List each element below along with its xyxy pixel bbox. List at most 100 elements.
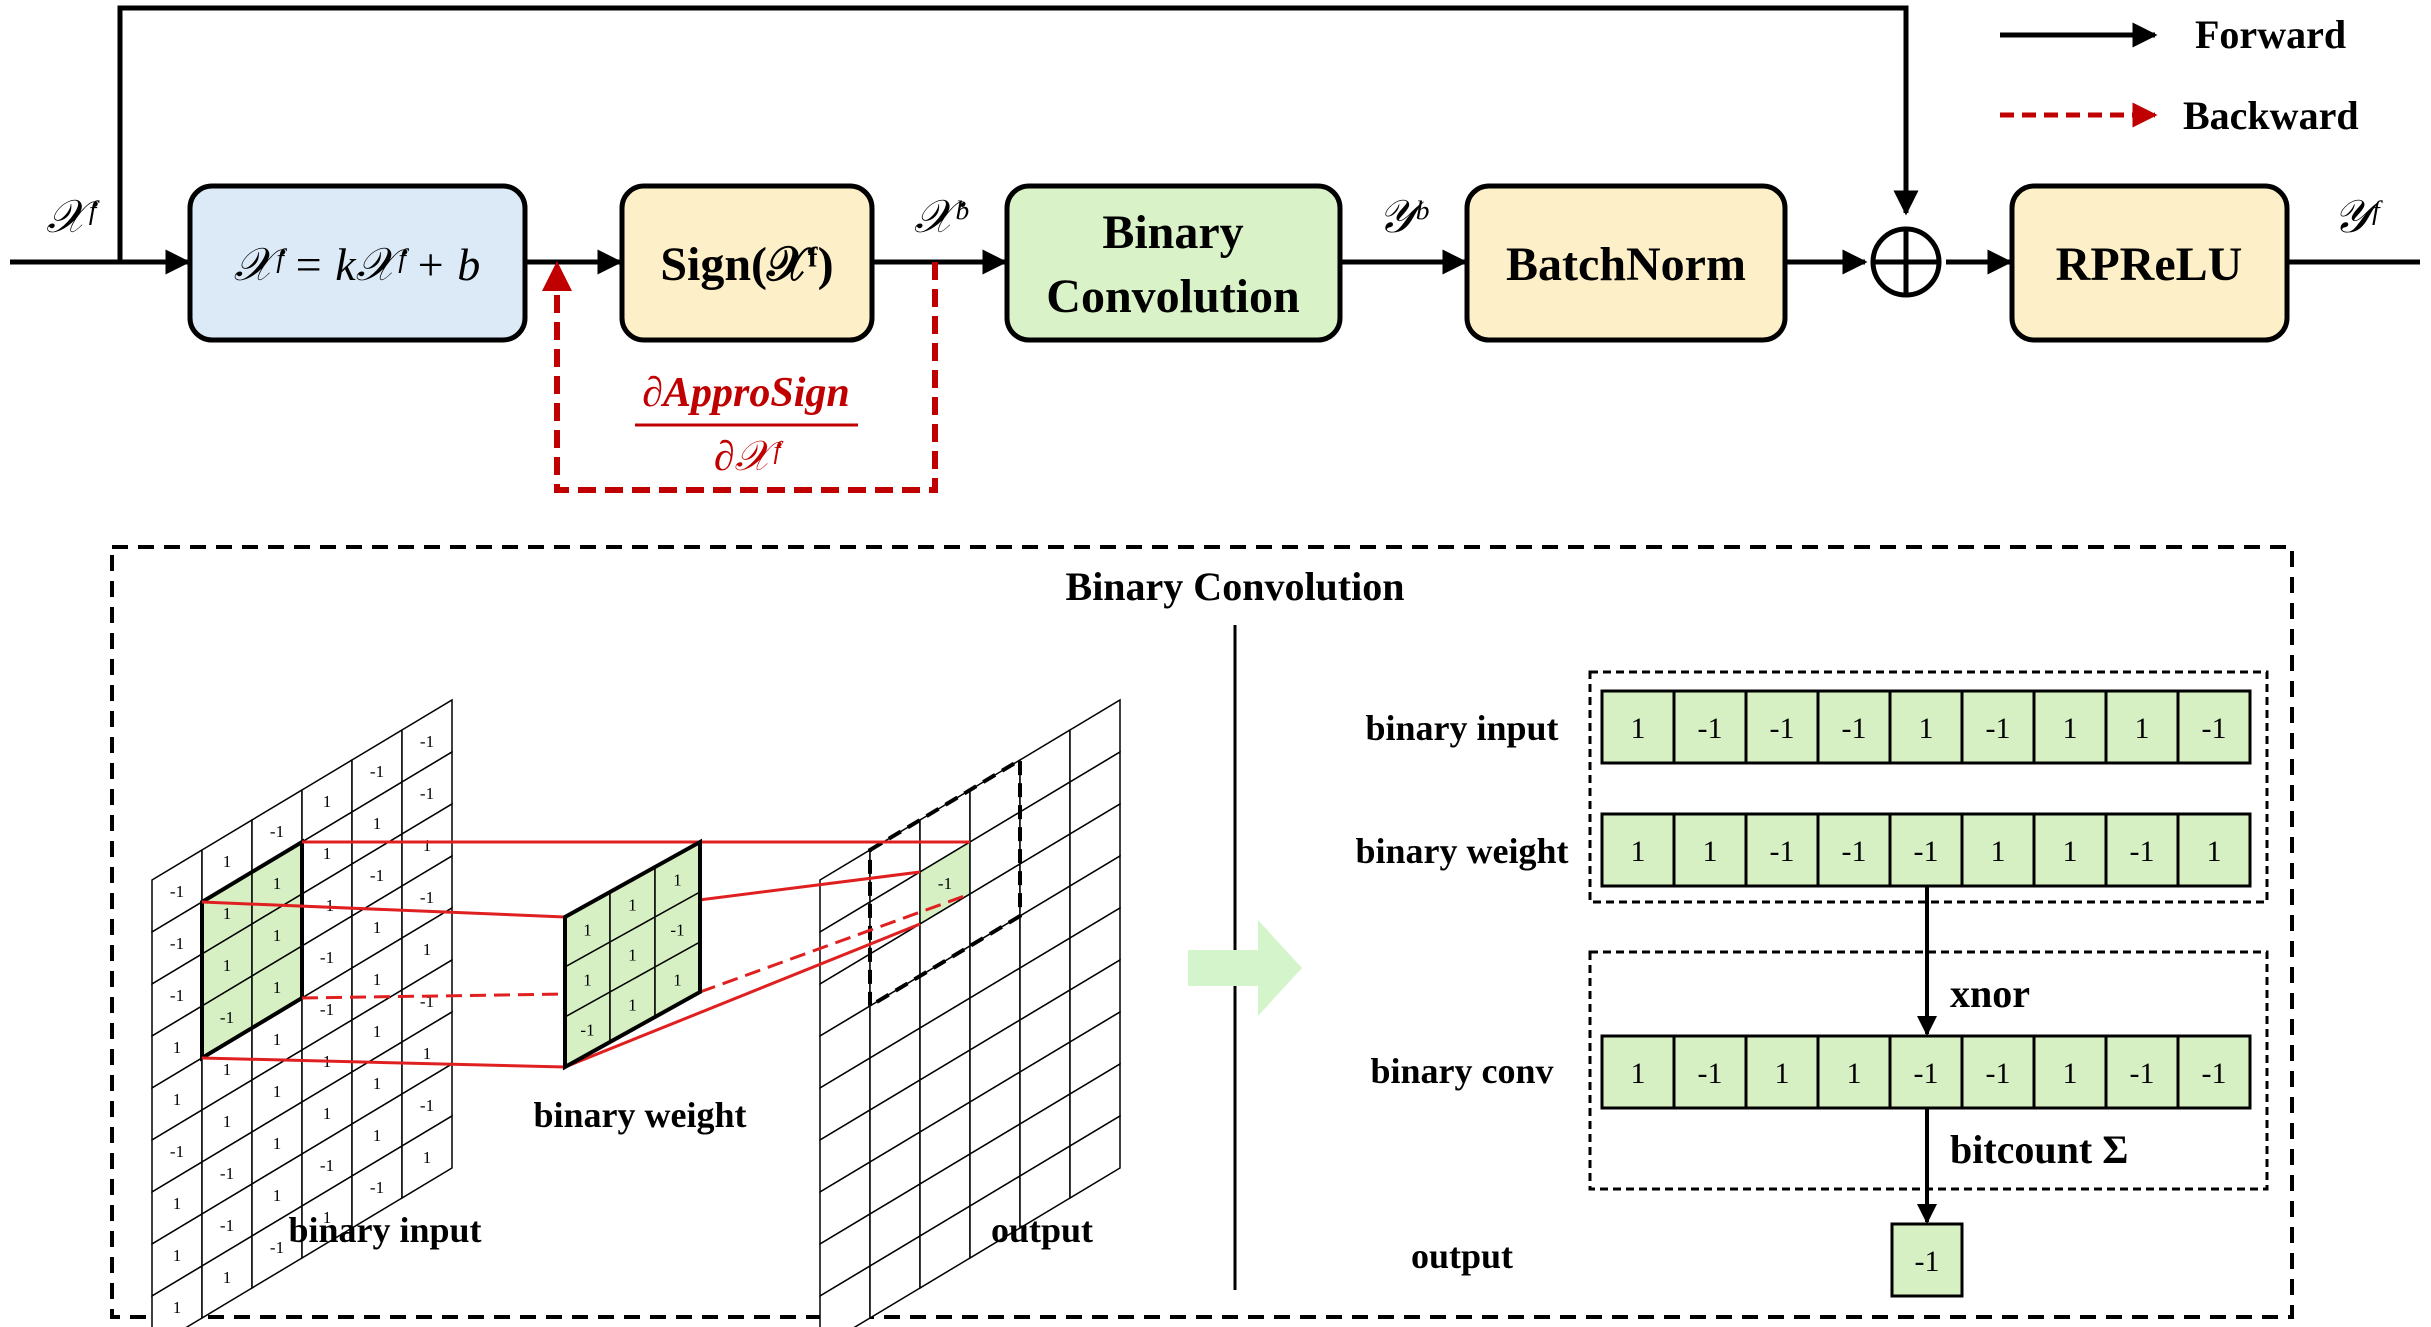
right-binary-weight-label: binary weight (1355, 831, 1568, 871)
input-map-cell-value: 1 (273, 1186, 282, 1205)
output-cell (1890, 1222, 1964, 1298)
binary-conv-vector-cell-value: -1 (1914, 1057, 1939, 1090)
input-map-cell-value: 1 (423, 1148, 432, 1167)
input-map-cell-value: -1 (170, 986, 184, 1005)
output-signal-label: 𝒴ᶠ (2333, 191, 2383, 242)
input-map-cell-value: -1 (370, 866, 384, 885)
input-map-cell-value: 1 (273, 1030, 282, 1049)
weight-kernel-cell-value: 1 (628, 996, 637, 1015)
binary-weight-vector-cell-value: 1 (1703, 835, 1718, 868)
binary-input-vector-cell (1744, 689, 1820, 765)
rprelu-box (2009, 183, 2290, 343)
receptive-field-lines (201, 840, 971, 1069)
input-map-cell-value: -1 (370, 1178, 384, 1197)
input-map-cell-value: 1 (173, 1246, 182, 1265)
input-map-cell-value: 1 (223, 956, 232, 975)
input-map-cell-value: -1 (420, 732, 434, 751)
binary-input-vector-cell-value: 1 (2063, 712, 2078, 745)
input-map-cell-value: 1 (273, 874, 282, 893)
input-map-cell-value: 1 (223, 904, 232, 923)
binary-conv-vector-cell-value: -1 (1698, 1057, 1723, 1090)
weight-kernel-cell-value: 1 (628, 946, 637, 965)
binary-conv-vector-cell-value: 1 (1775, 1057, 1790, 1090)
input-signal-label: 𝒳ᶠ (46, 191, 100, 242)
input-map-cell-value: 1 (223, 1112, 232, 1131)
binary-input-vector-cell (1960, 689, 2036, 765)
left-binary-weight-label: binary weight (533, 1095, 746, 1135)
input-map-cell-value: -1 (170, 882, 184, 901)
binary-conv-vector-cell (1816, 1034, 1892, 1110)
bitcount-label: bitcount Σ (1950, 1127, 2128, 1172)
input-map-cell-value: 1 (173, 1038, 182, 1057)
input-map-cell-value: 1 (223, 1268, 232, 1287)
input-map-cell-value: -1 (320, 896, 334, 915)
input-map-cell-value: -1 (320, 1000, 334, 1019)
binary-weight-vector-cell-value: -1 (2130, 835, 2155, 868)
input-map-cell-value: 1 (223, 852, 232, 871)
input-map-cell-value: 1 (323, 844, 332, 863)
weight-kernel-outline (563, 838, 702, 1071)
input-map-cell-value: -1 (170, 1142, 184, 1161)
weight-kernel-cell-value: 1 (583, 971, 592, 990)
binary-convolution-box-line1: Binary (1102, 206, 1243, 259)
gradient-denominator: ∂𝒳ᶠ (714, 434, 784, 480)
weight-kernel-cell-value: 1 (583, 921, 592, 940)
output-feature-map: -1 (819, 698, 1121, 1327)
legend: Forward Backward (2000, 12, 2359, 138)
input-map-cell-value: 1 (373, 1074, 382, 1093)
input-map-cell-value: -1 (270, 822, 284, 841)
binary-conv-vector-cell (1600, 1034, 1676, 1110)
binary-input-vector-cell-value: 1 (2135, 712, 2150, 745)
binary-conv-vector-cell (2176, 1034, 2252, 1110)
projection-line (201, 900, 566, 919)
left-binary-input-label: binary input (288, 1210, 481, 1250)
pipeline: 𝒳ᶠ = k𝒳ᶠ + b Sign(𝒳ᶠ) Binary Convolution… (10, 5, 2420, 493)
input-map-cell-value: 1 (223, 1060, 232, 1079)
right-output-label: output (1411, 1236, 1513, 1276)
panel-border (110, 545, 2294, 1319)
input-map-cell-value: -1 (170, 934, 184, 953)
input-map-cell-value: -1 (220, 1164, 234, 1183)
binary-input-vector-cell-value: 1 (1919, 712, 1934, 745)
binary-weight-vector-cell-value: -1 (1914, 835, 1939, 868)
binary-input-vector-cell-value: -1 (1842, 712, 1867, 745)
input-map-cell-value: -1 (270, 1238, 284, 1257)
binary-conv-vector-cell-value: 1 (1631, 1057, 1646, 1090)
input-map-cell-value: 1 (323, 792, 332, 811)
binary-input-vector-cell-value: -1 (1986, 712, 2011, 745)
weight-kernel-cell-value: 1 (628, 896, 637, 915)
binary-signal-label: 𝒳ᵇ (914, 191, 969, 242)
affine-box-label: 𝒳ᶠ = k𝒳ᶠ + b (234, 239, 481, 290)
binary-conv-vector-cell (2104, 1034, 2180, 1110)
binary-weight-vector-cell-value: 1 (1991, 835, 2006, 868)
input-map-cell-value: -1 (420, 888, 434, 907)
binary-input-vector-cell (2176, 689, 2252, 765)
input-map-cell-value: -1 (320, 948, 334, 967)
binary-input-vector-cell-value: -1 (2202, 712, 2227, 745)
input-map-cell-value: -1 (220, 1008, 234, 1027)
binary-input-vector-cell-value: 1 (1631, 712, 1646, 745)
binary-weight-vector-cell-value: -1 (1770, 835, 1795, 868)
input-map-cell-value: -1 (420, 784, 434, 803)
input-map-cell-value: 1 (273, 978, 282, 997)
binary-conv-vector-cell-value: -1 (2202, 1057, 2227, 1090)
output-map-cell (1069, 1114, 1121, 1200)
legend-backward-label: Backward (2183, 93, 2359, 138)
binary-input-vector-cell (1816, 689, 1892, 765)
output-cell-value: -1 (1915, 1245, 1940, 1278)
input-map-cell-value: 1 (373, 970, 382, 989)
input-map-cell-value: -1 (320, 1156, 334, 1175)
weight-kernel-cell-value: -1 (670, 921, 684, 940)
weight-kernel-cell-value: -1 (580, 1021, 594, 1040)
input-map-cell-value: 1 (173, 1194, 182, 1213)
binary-convolution-box (1004, 183, 1343, 343)
binary-weight-vector-cell-value: 1 (2063, 835, 2078, 868)
projection-line (301, 990, 701, 1000)
input-map-cell-value: 1 (273, 1082, 282, 1101)
input-map-cell-value: 1 (173, 1298, 182, 1317)
binary-conv-vector-cell-value: -1 (2130, 1057, 2155, 1090)
right-binary-input-label: binary input (1365, 708, 1558, 748)
binary-conv-vector-cell-value: 1 (2063, 1057, 2078, 1090)
